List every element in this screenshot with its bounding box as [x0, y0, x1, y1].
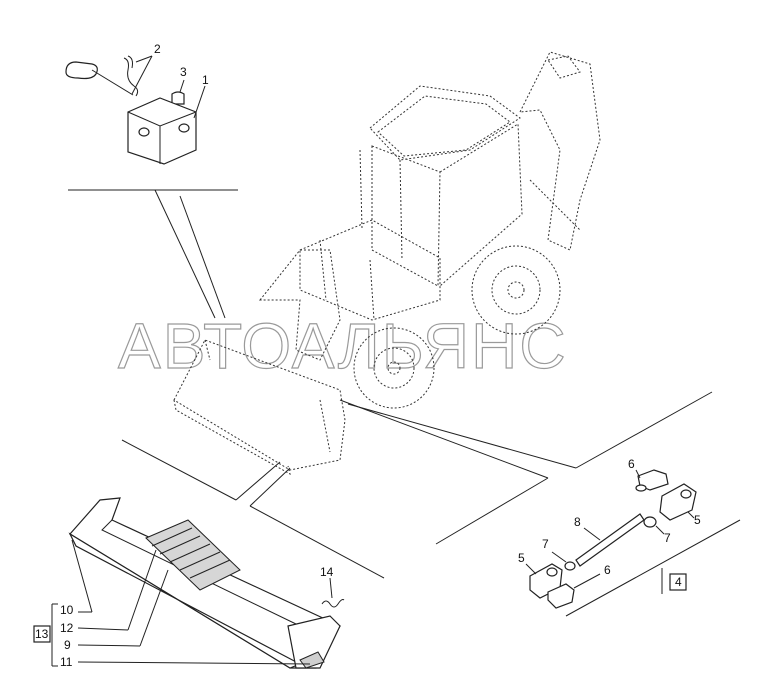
callout-9: 9 [64, 638, 71, 652]
bracket-icon [127, 97, 197, 165]
callout-1: 1 [202, 73, 209, 87]
bushing-icon [659, 483, 697, 521]
callout-3: 3 [180, 65, 187, 79]
callout-10: 10 [60, 603, 74, 617]
callout-5b: 5 [518, 551, 525, 565]
watermark: АВТОАЛЬЯНС [118, 310, 568, 382]
callout-8: 8 [574, 515, 581, 529]
callout-12: 12 [60, 621, 74, 635]
callout-13: 13 [35, 627, 49, 641]
pin-head-icon-2 [547, 583, 575, 609]
long-pin-icon [575, 513, 645, 567]
cutting-edge-assembly [68, 497, 341, 669]
spring-clip-icon [123, 55, 139, 97]
callout-11: 11 [60, 655, 73, 669]
callout-4: 4 [675, 575, 682, 589]
callout-2: 2 [154, 42, 161, 56]
pin-head-icon [635, 469, 669, 492]
callout-6b: 6 [604, 563, 611, 577]
lock-pin-icon [65, 61, 134, 96]
callout-5a: 5 [694, 513, 701, 527]
callout-7b: 7 [542, 537, 549, 551]
callout-7a: 7 [664, 531, 671, 545]
callout-6a: 6 [628, 457, 635, 471]
washer-icon [643, 516, 657, 528]
backhoe-loader-illustration [173, 51, 601, 476]
spring-icon [321, 599, 345, 608]
washer-icon-2 [564, 561, 576, 571]
callout-14: 14 [320, 565, 334, 579]
